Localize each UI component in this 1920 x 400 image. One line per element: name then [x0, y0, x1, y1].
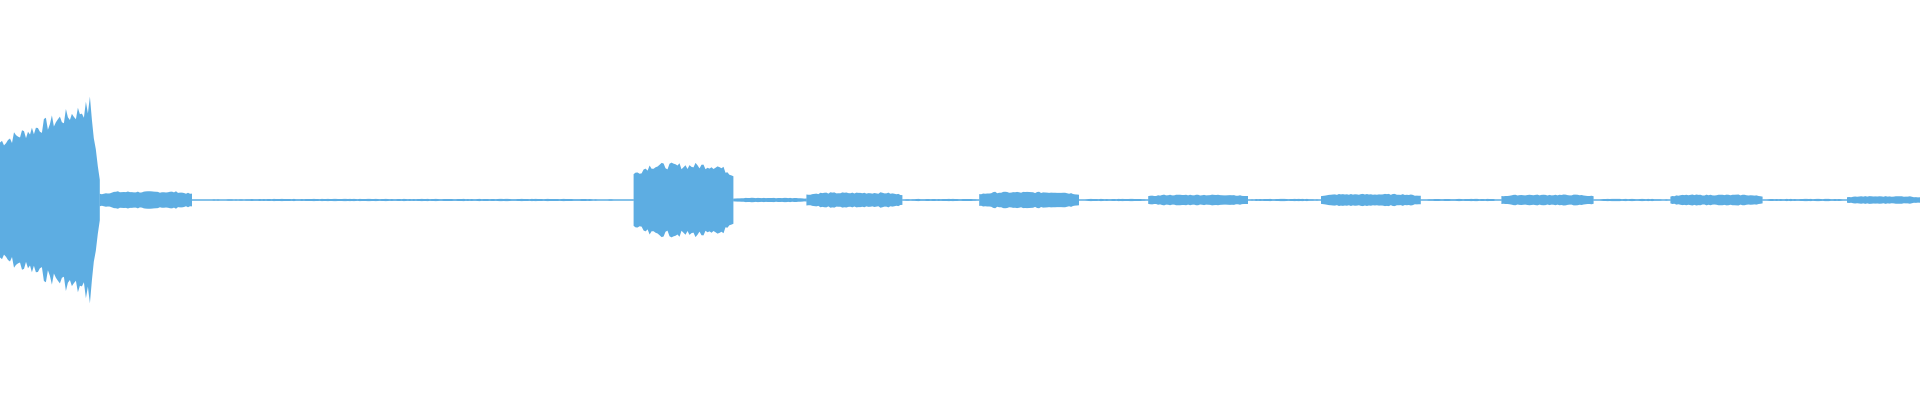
- waveform-segment: [1847, 196, 1920, 204]
- waveform-segment: [979, 191, 1079, 209]
- waveform-segment: [99, 191, 192, 209]
- waveform-segment: [1321, 193, 1421, 207]
- waveform-segment: [1501, 194, 1594, 206]
- waveform-segment: [0, 96, 100, 304]
- waveform-segment: [633, 162, 734, 238]
- waveform-segment: [733, 197, 807, 203]
- waveform-segment: [1148, 194, 1248, 206]
- waveform-segment: [806, 192, 903, 208]
- waveform-segment: [1420, 198, 1502, 202]
- waveform-segment: [1079, 198, 1149, 202]
